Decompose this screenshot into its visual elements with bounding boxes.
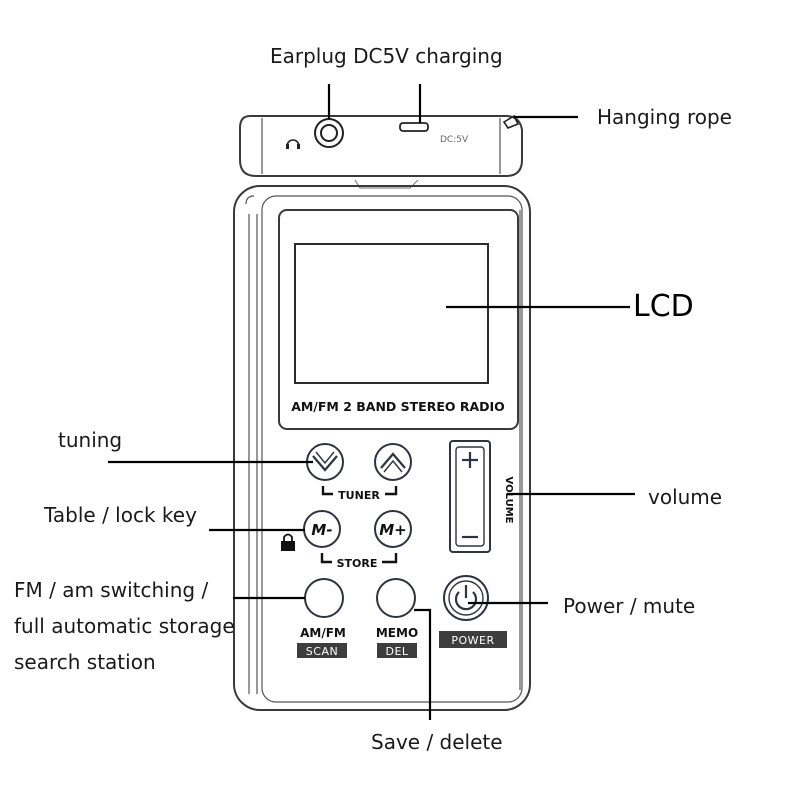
callout-earplug-charging: Earplug DC5V charging xyxy=(270,44,503,68)
usb-port xyxy=(399,122,429,132)
headphone-icon xyxy=(286,139,300,149)
device-front: AM/FM 2 BAND STEREO RADIO TUNER M- M+ ST… xyxy=(233,179,531,711)
amfm-scan-button[interactable] xyxy=(304,578,344,618)
lcd-screen xyxy=(294,243,489,384)
del-label: DEL xyxy=(385,645,408,658)
memo-del-button[interactable] xyxy=(376,578,416,618)
callout-power-mute: Power / mute xyxy=(563,594,696,618)
memo-label: MEMO xyxy=(376,626,418,640)
memory-minus-button[interactable]: M- xyxy=(303,510,341,548)
rope-hole xyxy=(502,114,520,129)
callout-tuning: tuning xyxy=(58,428,123,452)
callout-volume: volume xyxy=(648,485,723,509)
scan-label: SCAN xyxy=(306,645,338,658)
callout-fm-am-line2: full automatic storage xyxy=(14,614,235,638)
volume-rocker[interactable] xyxy=(449,440,491,553)
callout-fm-am-line3: search station xyxy=(14,650,156,674)
store-label: STORE xyxy=(337,557,378,570)
memory-minus-label: M- xyxy=(311,521,332,539)
tuner-label: TUNER xyxy=(338,489,380,502)
callout-table-lock-key: Table / lock key xyxy=(44,503,197,527)
callout-hanging-rope: Hanging rope xyxy=(597,105,732,129)
memory-plus-button[interactable]: M+ xyxy=(374,510,412,548)
tune-up-button[interactable] xyxy=(374,443,412,481)
power-button[interactable] xyxy=(443,575,489,621)
power-label: POWER xyxy=(451,634,494,647)
dc5v-top-label: DC:5V xyxy=(440,135,469,145)
volume-label: VOLUME xyxy=(503,477,514,524)
volume-plus-icon xyxy=(462,452,478,468)
callout-lcd: LCD xyxy=(633,289,694,324)
callout-fm-am-line1: FM / am switching / xyxy=(14,578,209,602)
lock-icon xyxy=(281,533,295,551)
callout-save-delete: Save / delete xyxy=(371,730,503,754)
leader-lines xyxy=(108,84,635,720)
amfm-label: AM/FM xyxy=(300,626,346,640)
memory-plus-label: M+ xyxy=(379,521,407,539)
earplug-jack xyxy=(314,118,344,148)
power-icon xyxy=(454,585,478,611)
device-top-view: DC:5V xyxy=(239,114,523,177)
band-label: AM/FM 2 BAND STEREO RADIO xyxy=(291,399,505,414)
